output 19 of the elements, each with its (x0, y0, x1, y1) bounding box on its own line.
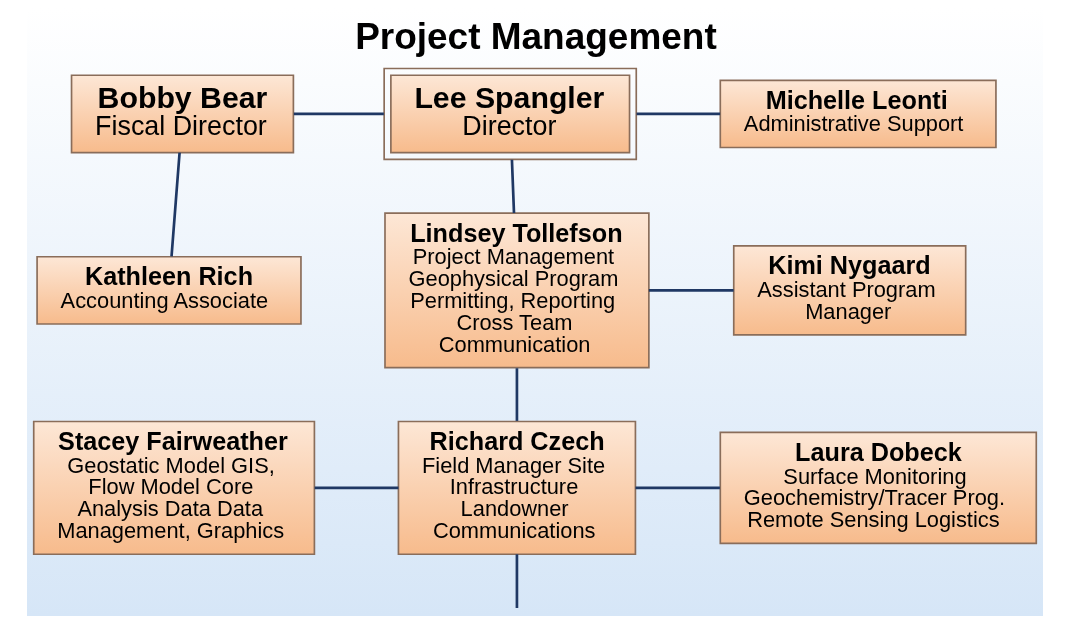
node-box: Lee Spangler Director (383, 67, 638, 161)
connector (635, 486, 720, 490)
connector (170, 152, 181, 257)
node-box: Laura Dobeck Surface Monitoring Geochemistry/Tracer Prog. Remote Sensing Logistics (719, 431, 1038, 545)
connector (314, 486, 399, 490)
node-box: Kathleen Rich Accounting Associate (36, 255, 302, 325)
connector (648, 289, 734, 292)
node-box: Bobby Bear Fiscal Director (70, 74, 295, 154)
connector (515, 554, 519, 608)
connector (515, 368, 519, 421)
node-box: Lindsey Tollefson Project Management Geophysical Program Permitting, Reporting Cross Team Communication (384, 212, 650, 369)
node-box: Richard Czech Field Manager Site Infrastructure Landowner Communications (397, 420, 637, 556)
connector (510, 159, 516, 214)
connector (293, 112, 384, 116)
diagram-title: Project Management (355, 16, 717, 58)
node-box: Stacey Fairweather Geostatic Model GIS, Flow Model Core Analysis Data Data Management, Graphics (32, 420, 316, 556)
node-box: Michelle Leonti Administrative Support (719, 79, 997, 149)
connector (636, 112, 721, 116)
node-box: Kimi Nygaard Assistant Program Manager (732, 245, 967, 336)
